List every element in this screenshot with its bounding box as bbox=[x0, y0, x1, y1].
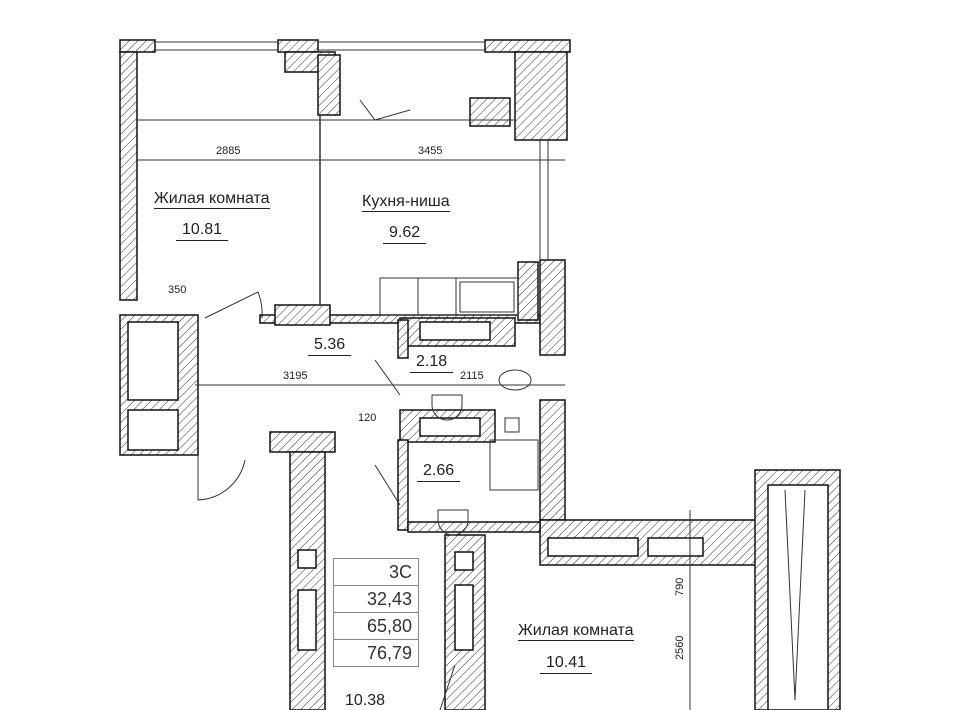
dimension-2115: 2115 bbox=[460, 370, 484, 382]
room-area-bathroom-1: 2.18 bbox=[410, 353, 454, 373]
wall bbox=[317, 54, 341, 116]
wall bbox=[407, 521, 541, 533]
wall bbox=[269, 431, 336, 453]
living-area: 32,43 bbox=[334, 585, 418, 612]
dimension-790: 790 bbox=[674, 577, 686, 596]
dimension-2885: 2885 bbox=[216, 145, 241, 157]
area-with-balcony: 76,79 bbox=[334, 639, 418, 666]
room-name-kitchen: Кухня-ниша bbox=[362, 193, 450, 212]
wall bbox=[469, 97, 511, 127]
room-area-bathroom-2: 2.66 bbox=[417, 462, 461, 482]
wall bbox=[119, 39, 156, 53]
apartment-summary-table: 3С 32,43 65,80 76,79 bbox=[333, 558, 419, 667]
wall bbox=[277, 39, 319, 53]
wall bbox=[517, 261, 539, 321]
wall bbox=[119, 51, 138, 301]
room-area-kitchen: 9.62 bbox=[383, 224, 427, 244]
dimension-3455: 3455 bbox=[418, 145, 443, 157]
room-area-hall: 5.36 bbox=[308, 336, 352, 356]
room-area-corridor: 10.38 bbox=[345, 692, 386, 709]
dimension-120: 120 bbox=[358, 412, 377, 424]
dimension-350: 350 bbox=[168, 284, 187, 296]
wall bbox=[397, 439, 409, 531]
dimension-2560: 2560 bbox=[674, 635, 686, 660]
room-name-living-2: Жилая комната bbox=[518, 622, 634, 641]
dimension-3195: 3195 bbox=[283, 370, 308, 382]
wall bbox=[397, 319, 409, 359]
column bbox=[274, 304, 331, 326]
apartment-type: 3С bbox=[388, 562, 412, 582]
wall bbox=[514, 51, 568, 141]
wall bbox=[484, 39, 571, 53]
wall bbox=[289, 451, 326, 710]
room-name-living-1: Жилая комната bbox=[154, 190, 270, 209]
wall bbox=[539, 399, 566, 521]
total-area: 65,80 bbox=[334, 612, 418, 639]
room-area-living-2: 10.41 bbox=[540, 654, 593, 674]
room-area-living-1: 10.81 bbox=[176, 221, 229, 241]
wall bbox=[539, 259, 566, 356]
